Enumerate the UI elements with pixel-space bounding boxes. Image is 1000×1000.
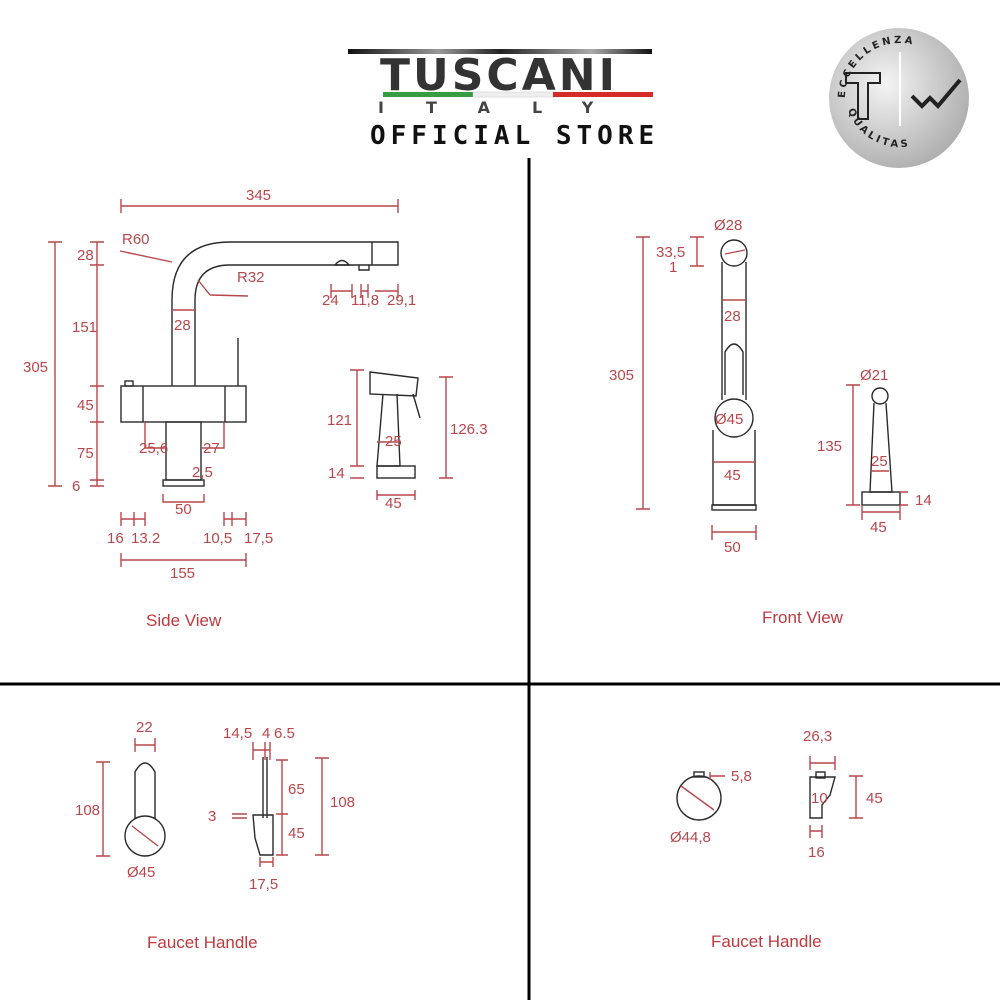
quality-seal: ECCELLENZA QUALITAS xyxy=(829,28,969,168)
handle-r-dim-16: 16 xyxy=(808,844,825,861)
front-dimension-lines xyxy=(636,236,908,540)
dim-75: 75 xyxy=(77,445,94,462)
handle-dim-d45: Ø45 xyxy=(127,864,155,881)
dim-10-5: 10,5 xyxy=(203,530,232,547)
side-dimension-lines xyxy=(48,199,453,567)
handle-dim-6-5: 6.5 xyxy=(274,725,295,742)
faucet-front-outline xyxy=(711,239,901,511)
dim-27: 27 xyxy=(203,440,220,457)
dim-2-5: 2,5 xyxy=(192,464,213,481)
dim-r32: R32 xyxy=(237,269,265,286)
dim-155: 155 xyxy=(170,565,195,582)
dim-29-1: 29,1 xyxy=(387,292,416,309)
handle-dim-45: 45 xyxy=(288,825,305,842)
dim-25-6: 25,6 xyxy=(139,440,168,457)
dim-28-top: 28 xyxy=(77,247,94,264)
dim-24: 24 xyxy=(322,292,339,309)
spray-dim-d21: Ø21 xyxy=(860,367,888,384)
brand-logo: TUSCANI ITALY OFFICIAL STORE xyxy=(348,49,659,151)
handle-dim-3: 3 xyxy=(208,808,216,825)
handle-dim-108b: 108 xyxy=(330,794,355,811)
handle-right-outline xyxy=(676,771,836,821)
spray-front-14: 14 xyxy=(915,492,932,509)
logo-tagline: OFFICIAL STORE xyxy=(370,121,659,151)
spray-dim-45: 45 xyxy=(385,495,402,512)
dim-16: 16 xyxy=(107,530,124,547)
spray-dim-121: 121 xyxy=(327,412,352,429)
dim-pipe-28: 28 xyxy=(174,317,191,334)
side-view-caption: Side View xyxy=(146,611,222,630)
seal-t-monogram-icon xyxy=(845,72,881,120)
dim-1: 1 xyxy=(669,259,677,276)
dim-d45: Ø45 xyxy=(715,411,743,428)
handle-dim-4: 4 xyxy=(262,725,270,742)
handle-dim-65: 65 xyxy=(288,781,305,798)
dim-151: 151 xyxy=(72,319,97,336)
handle-dim-22: 22 xyxy=(136,719,153,736)
handle-left-dims xyxy=(96,738,329,867)
spray-dim-135: 135 xyxy=(817,438,842,455)
handle-dim-108a: 108 xyxy=(75,802,100,819)
dim-33-5: 33,5 xyxy=(656,244,685,261)
handle-r-dim-45: 45 xyxy=(866,790,883,807)
side-view: 345 R60 R32 28 151 305 45 75 6 28 25,6 2… xyxy=(23,187,488,630)
dim-front-28: 28 xyxy=(724,308,741,325)
dim-front-45: 45 xyxy=(724,467,741,484)
handle-dim-17-5: 17,5 xyxy=(249,876,278,893)
dim-45: 45 xyxy=(77,397,94,414)
faucet-side-outline xyxy=(120,241,421,487)
dim-11-8: 11,8 xyxy=(351,292,379,309)
dim-d28: Ø28 xyxy=(714,217,742,234)
handle-r-dim-26-3: 26,3 xyxy=(803,728,832,745)
dim-r60: R60 xyxy=(122,231,150,248)
seal-check-icon xyxy=(910,78,962,109)
front-view: Ø28 33,5 1 305 28 Ø45 45 50 Ø21 135 25 1… xyxy=(609,217,932,627)
front-view-caption: Front View xyxy=(762,608,844,627)
dim-front-305: 305 xyxy=(609,367,634,384)
handle-right-view: 5,8 Ø44,8 26,3 10 45 16 Faucet Handle xyxy=(670,728,883,951)
dim-50: 50 xyxy=(175,501,192,518)
spray-dim-126-3: 126.3 xyxy=(450,421,488,438)
dim-6: 6 xyxy=(72,478,80,495)
handle-right-dims xyxy=(680,756,863,838)
spray-dim-25: 25 xyxy=(385,433,402,450)
handle-r-dim-d44-8: Ø44,8 xyxy=(670,829,711,846)
handle-left-view: 22 108 Ø45 14,5 4 6.5 65 108 3 45 17,5 F… xyxy=(75,719,355,952)
handle-r-dim-10: 10 xyxy=(811,790,828,807)
dim-front-50: 50 xyxy=(724,539,741,556)
dim-305: 305 xyxy=(23,359,48,376)
spray-front-45: 45 xyxy=(870,519,887,536)
spray-dim-14: 14 xyxy=(328,465,345,482)
dim-13-2: 13.2 xyxy=(131,530,160,547)
dim-17-5: 17,5 xyxy=(244,530,273,547)
handle-left-outline xyxy=(124,757,274,857)
handle-r-dim-5-8: 5,8 xyxy=(731,768,752,785)
handle-dim-14-5: 14,5 xyxy=(223,725,252,742)
handle-right-caption: Faucet Handle xyxy=(711,932,822,951)
logo-italy-text: ITALY xyxy=(378,98,635,117)
handle-left-caption: Faucet Handle xyxy=(147,933,258,952)
dim-345: 345 xyxy=(246,187,271,204)
spray-front-25: 25 xyxy=(871,453,888,470)
